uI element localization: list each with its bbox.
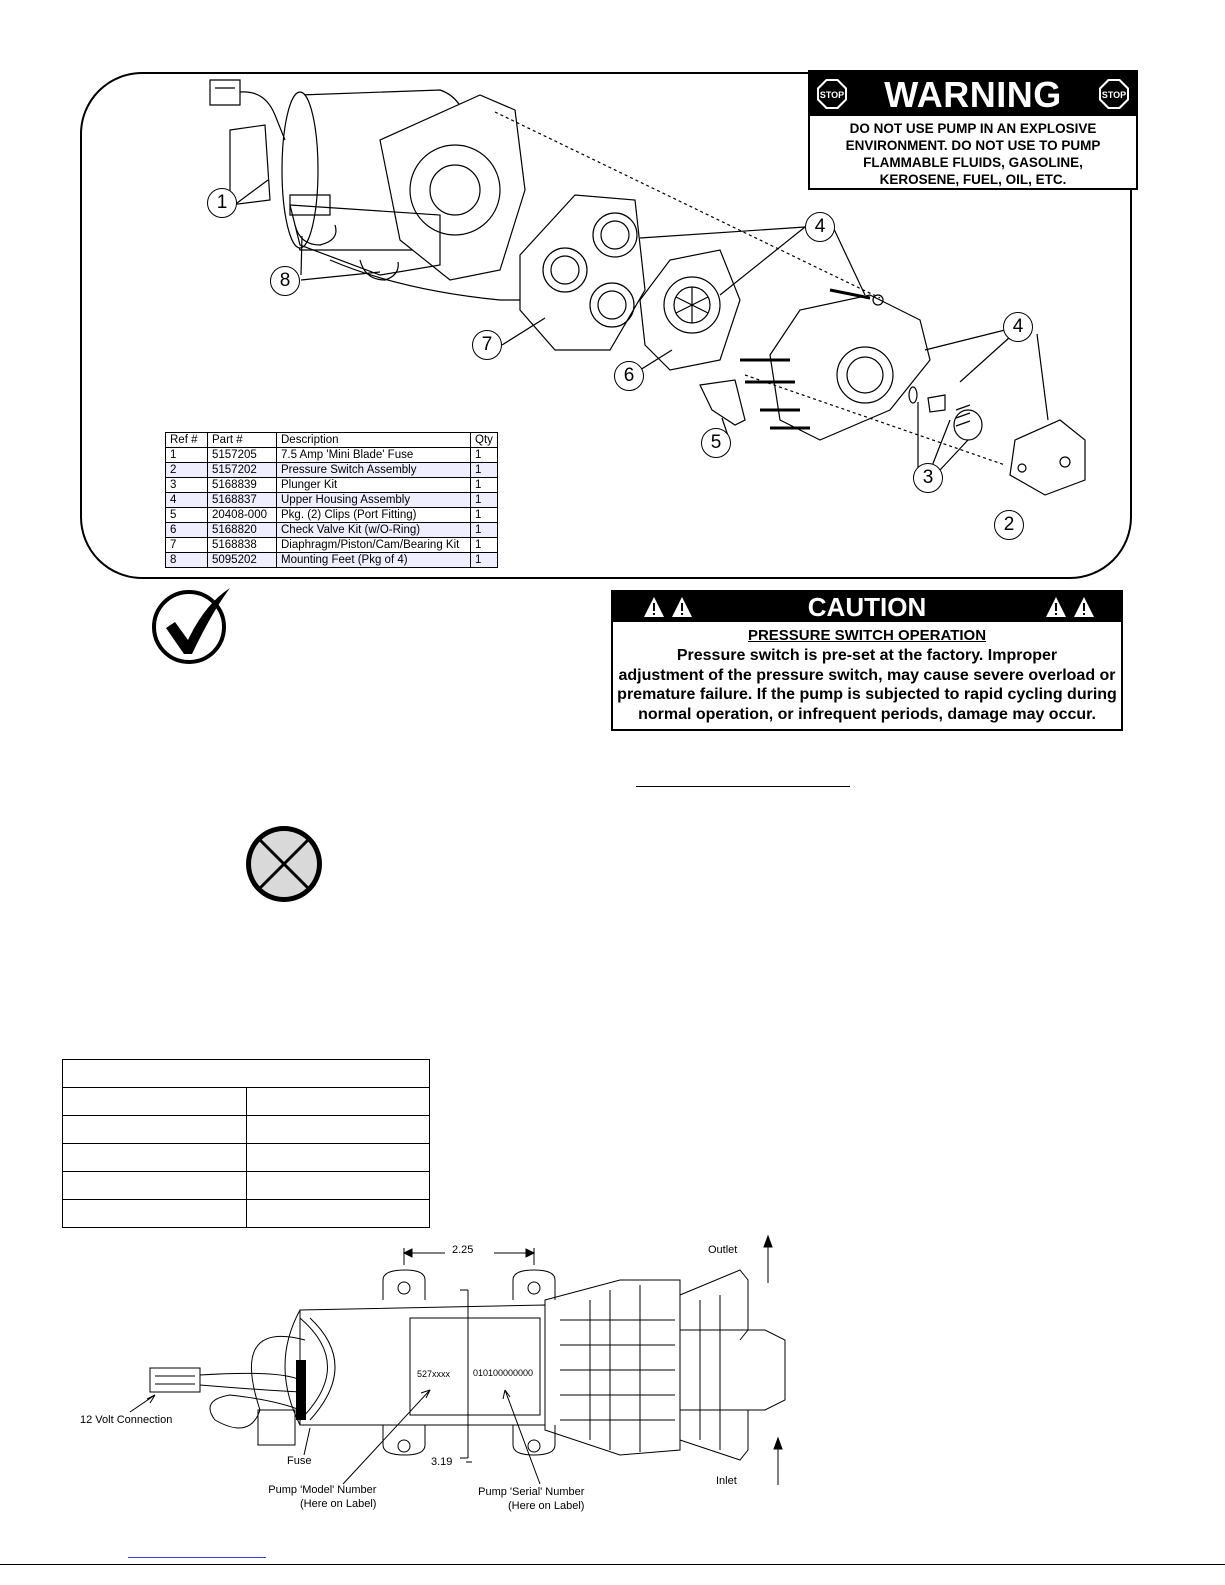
inlet-label: Inlet: [716, 1475, 737, 1487]
cell-qty: 1: [470, 522, 498, 538]
stop-sign-label: STOP: [820, 90, 844, 100]
warning-triangle-icon: [1046, 597, 1094, 617]
table-cell: [245, 1199, 430, 1228]
table-cell: [62, 1143, 247, 1172]
dimension-height: 3.19: [431, 1456, 453, 1468]
table-cell: [245, 1115, 430, 1144]
parts-table: Ref # Part # Description Qty 1 5157205 7…: [165, 432, 498, 568]
table-row: 3 5168839 Plunger Kit 1: [165, 477, 498, 493]
cell-description: Upper Housing Assembly: [276, 492, 471, 508]
callout-8: 8: [270, 266, 300, 296]
caution-line: Pressure switch is pre-set at the factor…: [676, 647, 1058, 664]
table-cell: [62, 1171, 247, 1200]
callout-5: 5: [701, 428, 731, 458]
specification-table: [62, 1059, 430, 1228]
table-row: 5 20408-000 Pkg. (2) Clips (Port Fitting…: [165, 507, 498, 523]
serial-label-line: (Here on Label): [508, 1500, 585, 1512]
cell-qty: 1: [470, 552, 498, 568]
cell-description: Diaphragm/Piston/Cam/Bearing Kit: [276, 537, 471, 553]
dimension-width: 2.25: [452, 1244, 474, 1256]
callout-4: 4: [1003, 312, 1033, 342]
warning-header-bar: [810, 72, 1136, 116]
callout-2: 2: [994, 510, 1024, 540]
connection-label: 12 Volt Connection: [80, 1414, 173, 1426]
caution-header-bar: [613, 592, 1121, 622]
caution-subtitle: PRESSURE SWITCH OPERATION: [747, 627, 987, 644]
cell-description: Pressure Switch Assembly: [276, 462, 471, 478]
stop-sign-icon: STOP: [1099, 79, 1129, 109]
caution-title: CAUTION: [807, 592, 927, 622]
stop-sign-label: STOP: [1102, 90, 1126, 100]
warning-box: STOP WARNING STOP DO NOT USE PUMP IN AN …: [808, 70, 1138, 190]
serial-number-callout: Pump 'Serial' Number (Here on Label): [478, 1485, 584, 1513]
cell-part: 5168837: [207, 492, 277, 508]
callout-6: 6: [614, 361, 644, 391]
cell-ref: 8: [165, 552, 208, 568]
table-cell: [245, 1171, 430, 1200]
cell-qty: 1: [470, 462, 498, 478]
warning-line: KEROSENE, FUEL, OIL, ETC.: [879, 172, 1067, 187]
table-row: 1 5157205 7.5 Amp 'Mini Blade' Fuse 1: [165, 447, 498, 463]
table-row: 6 5168820 Check Valve Kit (w/O-Ring) 1: [165, 522, 498, 538]
table-cell: [62, 1199, 247, 1228]
checkmark-icon: [152, 588, 230, 664]
table-row: 2 5157202 Pressure Switch Assembly 1: [165, 462, 498, 478]
caution-line: normal operation, or infrequent periods,…: [638, 705, 1096, 723]
exploded-view-panel: [80, 72, 1132, 579]
prohibited-x-icon: [246, 826, 322, 902]
footer-link[interactable]: [128, 1557, 266, 1558]
warning-title: WARNING: [884, 74, 1062, 115]
model-label-line: Pump 'Model' Number: [268, 1484, 377, 1496]
warning-triangle-icon: [644, 597, 692, 617]
outlet-label: Outlet: [708, 1244, 738, 1256]
footer-rule: [0, 1564, 1225, 1565]
cell-ref: 2: [165, 462, 208, 478]
warning-line: DO NOT USE PUMP IN AN EXPLOSIVE: [849, 121, 1097, 136]
cell-description: Check Valve Kit (w/O-Ring): [276, 522, 471, 538]
callout-1: 1: [207, 188, 237, 218]
serial-label-line: Pump 'Serial' Number: [478, 1486, 585, 1498]
stop-sign-icon: STOP: [817, 79, 847, 109]
cell-part: 5095202: [207, 552, 277, 568]
cell-part: 5168820: [207, 522, 277, 538]
warning-line: ENVIRONMENT. DO NOT USE TO PUMP: [845, 138, 1101, 153]
model-number-callout: Pump 'Model' Number (Here on Label): [266, 1483, 376, 1511]
table-row: 8 5095202 Mounting Feet (Pkg of 4) 1: [165, 552, 498, 568]
cell-ref: 6: [165, 522, 208, 538]
parts-table-header: Ref # Part # Description Qty: [165, 432, 498, 448]
cell-description: Mounting Feet (Pkg of 4): [276, 552, 471, 568]
warning-line: FLAMMABLE FLUIDS, GASOLINE,: [863, 155, 1083, 170]
callout-3: 3: [913, 463, 943, 493]
callout-7: 7: [472, 330, 502, 360]
cell-part: 20408-000: [207, 507, 277, 523]
caution-box: CAUTION PRESSURE SWITCH OPERATION Pressu…: [611, 590, 1123, 731]
header-qty: Qty: [470, 432, 498, 448]
serial-number-value: 010100000000: [473, 1368, 534, 1378]
caution-line: adjustment of the pressure switch, may c…: [618, 666, 1116, 684]
underline-rule: [636, 786, 850, 787]
model-label-line: (Here on Label): [300, 1498, 377, 1510]
cell-description: Plunger Kit: [276, 477, 471, 493]
fuse-label: Fuse: [287, 1455, 312, 1467]
cell-part: 5157202: [207, 462, 277, 478]
warning-text: DO NOT USE PUMP IN AN EXPLOSIVE ENVIRONM…: [814, 120, 1132, 188]
caution-text: Pressure switch is pre-set at the factor…: [617, 646, 1117, 724]
table-cell: [62, 1087, 247, 1116]
table-row: 7 5168838 Diaphragm/Piston/Cam/Bearing K…: [165, 537, 498, 553]
callout-4: 4: [805, 212, 835, 242]
model-number-value: 527xxxx: [417, 1369, 451, 1379]
caution-line: premature failure. If the pump is subjec…: [617, 686, 1117, 703]
